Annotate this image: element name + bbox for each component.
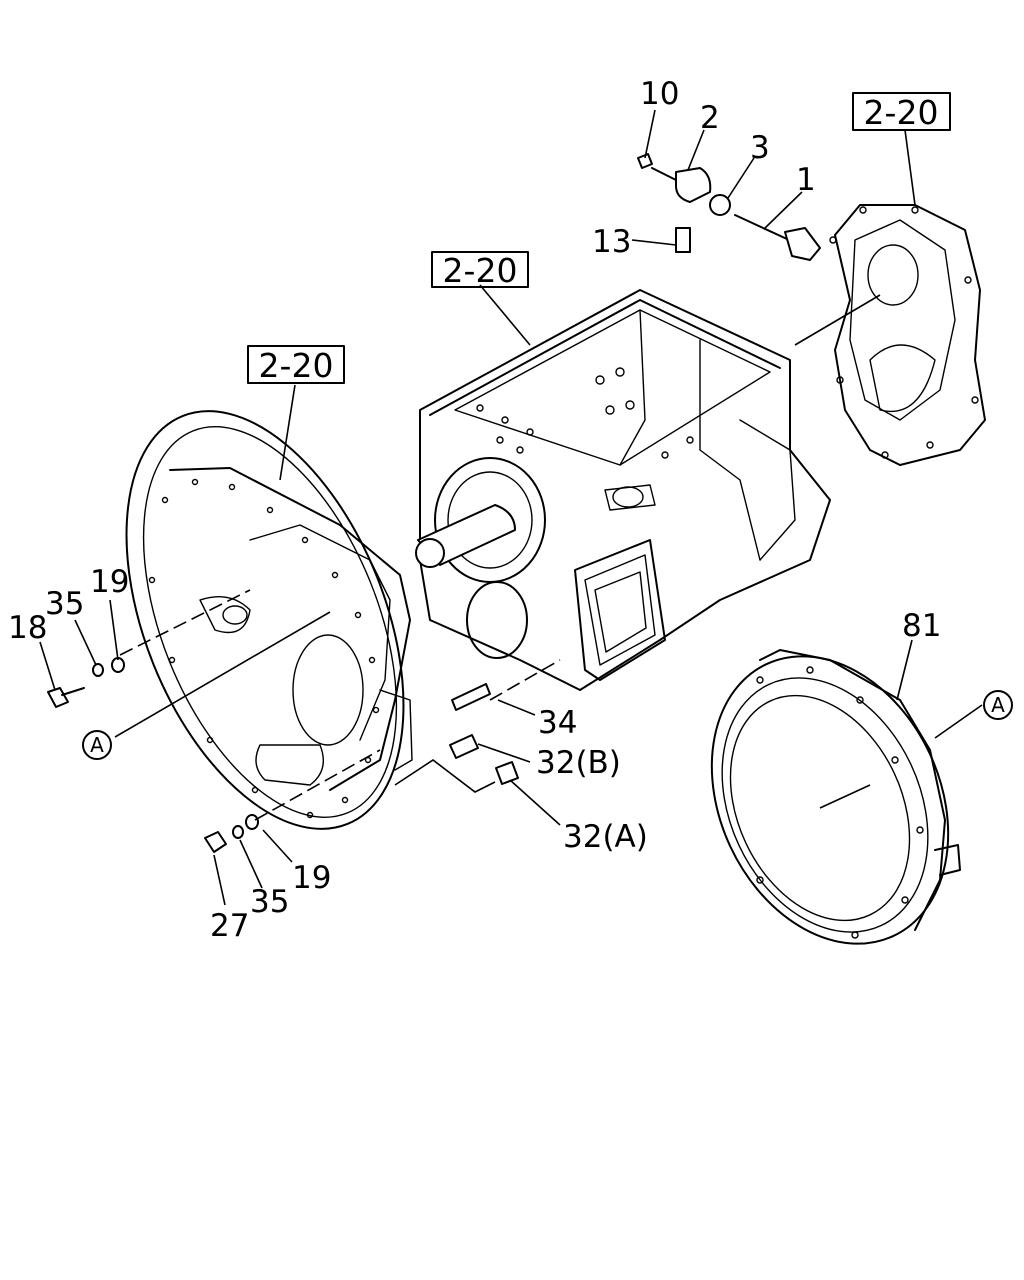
callout-27: 27 xyxy=(210,908,249,944)
callout-1: 1 xyxy=(796,162,816,198)
alignment-lines xyxy=(114,294,881,821)
callouts: 10 2 3 1 13 19 35 18 34 32(B) 32(A) 81 1… xyxy=(8,76,941,944)
callout-13: 13 xyxy=(592,224,631,260)
callout-2: 2 xyxy=(700,100,720,136)
callout-19-left: 19 xyxy=(90,564,129,600)
callout-10: 10 xyxy=(640,76,679,112)
callout-32a: 32(A) xyxy=(563,819,648,855)
clutch-housing xyxy=(125,410,413,830)
ref-box-left: 2-20 xyxy=(247,345,345,385)
callout-18: 18 xyxy=(8,610,47,646)
circle-marker-right-label: A xyxy=(991,693,1005,717)
callout-32b: 32(B) xyxy=(536,745,621,781)
dust-cover-ring xyxy=(710,649,961,945)
ref-label-left: 2-20 xyxy=(259,346,334,385)
callout-35-bottom: 35 xyxy=(250,884,289,920)
ref-label-center: 2-20 xyxy=(443,251,518,290)
callout-34: 34 xyxy=(538,705,577,741)
circle-marker-left-label: A xyxy=(90,733,104,757)
fasteners xyxy=(47,657,519,853)
leader-lines xyxy=(39,109,983,906)
speedometer-parts xyxy=(637,153,821,261)
ref-box-top-right: 2-20 xyxy=(852,92,951,132)
callout-35-left: 35 xyxy=(45,586,84,622)
circle-marker-right: A xyxy=(983,690,1013,720)
callout-19-bottom: 19 xyxy=(292,860,331,896)
circle-marker-left: A xyxy=(82,730,112,760)
callout-81: 81 xyxy=(902,608,941,644)
ref-box-center: 2-20 xyxy=(431,251,529,290)
rear-housing xyxy=(829,204,986,466)
callout-3: 3 xyxy=(750,130,770,166)
ref-label-top-right: 2-20 xyxy=(864,93,939,132)
transmission-case xyxy=(415,289,831,691)
